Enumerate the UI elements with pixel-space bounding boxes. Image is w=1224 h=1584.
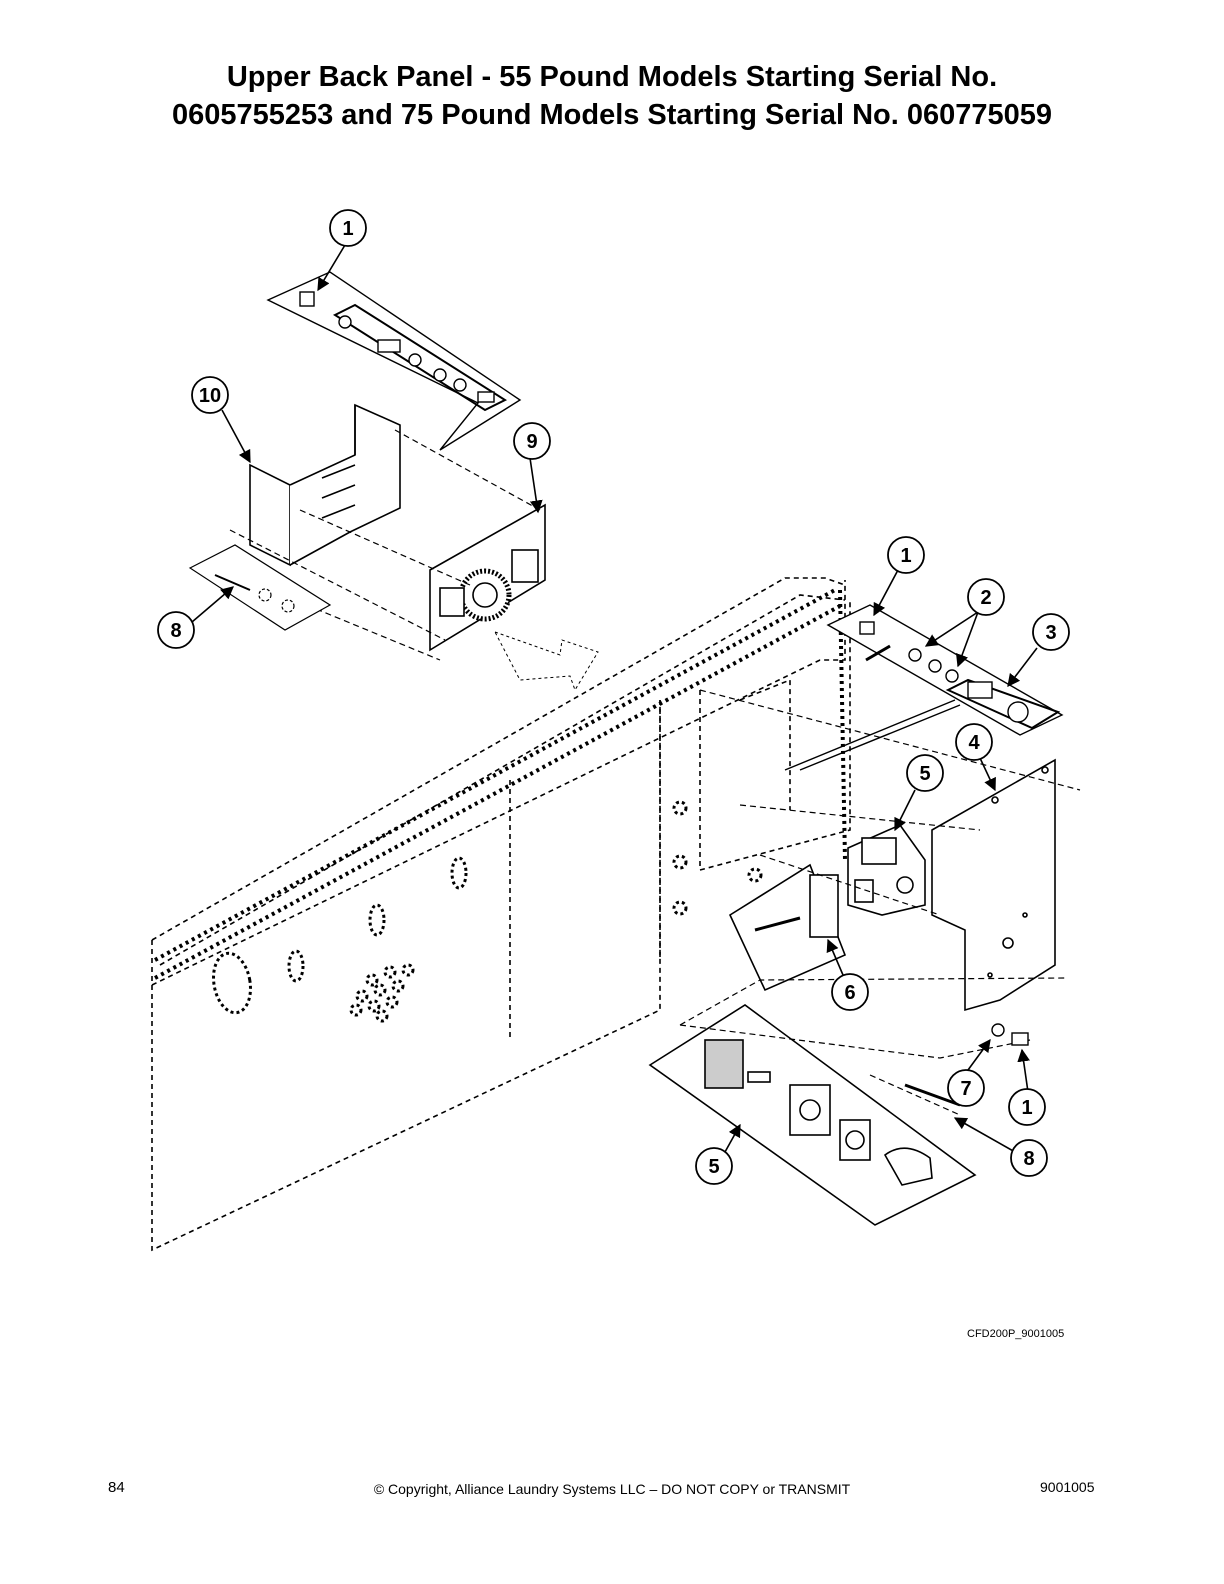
- svg-text:5: 5: [919, 763, 930, 785]
- right-leader-lines: [679, 689, 1081, 1116]
- svg-text:8: 8: [1023, 1148, 1034, 1170]
- page-title: Upper Back Panel - 55 Pound Models Start…: [0, 58, 1224, 134]
- filter-board-item-9: [429, 503, 546, 652]
- callout-6: 6: [831, 973, 869, 1011]
- hardware-strip-left: [188, 544, 332, 631]
- callout-9: 9: [513, 422, 551, 460]
- svg-text:1: 1: [900, 545, 911, 567]
- hardware-strip-right: [784, 604, 1064, 771]
- relay-item-6: [728, 863, 847, 992]
- svg-text:2: 2: [980, 587, 991, 609]
- copyright-notice: © Copyright, Alliance Laundry Systems LL…: [373, 1481, 851, 1497]
- svg-text:6: 6: [844, 982, 855, 1004]
- title-line-2: 0605755253 and 75 Pound Models Starting …: [171, 99, 1053, 131]
- callout-7: 7: [947, 1069, 985, 1107]
- document-number: 9001005: [1040, 1479, 1095, 1495]
- callout-8-right: 8: [1010, 1139, 1048, 1177]
- drawing-id: CFD200P_9001005: [967, 1328, 1065, 1340]
- screw-and-washer: [904, 1023, 1029, 1107]
- direction-arrow: [493, 631, 599, 692]
- callout-8-left: 8: [157, 611, 195, 649]
- callout-1-lower: 1: [1008, 1088, 1046, 1126]
- callout-5-lower: 5: [695, 1147, 733, 1185]
- callout-4: 4: [955, 723, 993, 761]
- svg-text:8: 8: [170, 620, 181, 642]
- svg-text:7: 7: [960, 1078, 971, 1100]
- callout-leaders: [191, 244, 1038, 1153]
- svg-text:10: 10: [199, 385, 221, 407]
- svg-text:4: 4: [968, 732, 980, 754]
- callout-1-right: 1: [887, 536, 925, 574]
- svg-text:1: 1: [1021, 1097, 1032, 1119]
- lower-right-parts-strip: [648, 1004, 977, 1226]
- panel-heavy-dotted-rails: [154, 588, 847, 980]
- callout-2: 2: [967, 578, 1005, 616]
- svg-text:5: 5: [708, 1156, 719, 1178]
- upper-back-panel: [151, 577, 851, 1252]
- svg-text:9: 9: [526, 431, 537, 453]
- callout-5-upper: 5: [906, 754, 944, 792]
- contactor-item-5: [847, 824, 926, 916]
- callout-1-top: 1: [329, 209, 367, 247]
- callout-3: 3: [1032, 613, 1070, 651]
- cover-plate-item-4: [931, 758, 1056, 1012]
- hardware-strip-top: [266, 271, 522, 451]
- page-number: 84: [108, 1479, 125, 1496]
- svg-text:1: 1: [342, 218, 353, 240]
- title-line-1: Upper Back Panel - 55 Pound Models Start…: [226, 61, 998, 93]
- callout-10: 10: [191, 376, 229, 414]
- panel-cutouts: [212, 800, 763, 1023]
- bracket-item-10: [249, 403, 401, 567]
- svg-text:3: 3: [1045, 622, 1056, 644]
